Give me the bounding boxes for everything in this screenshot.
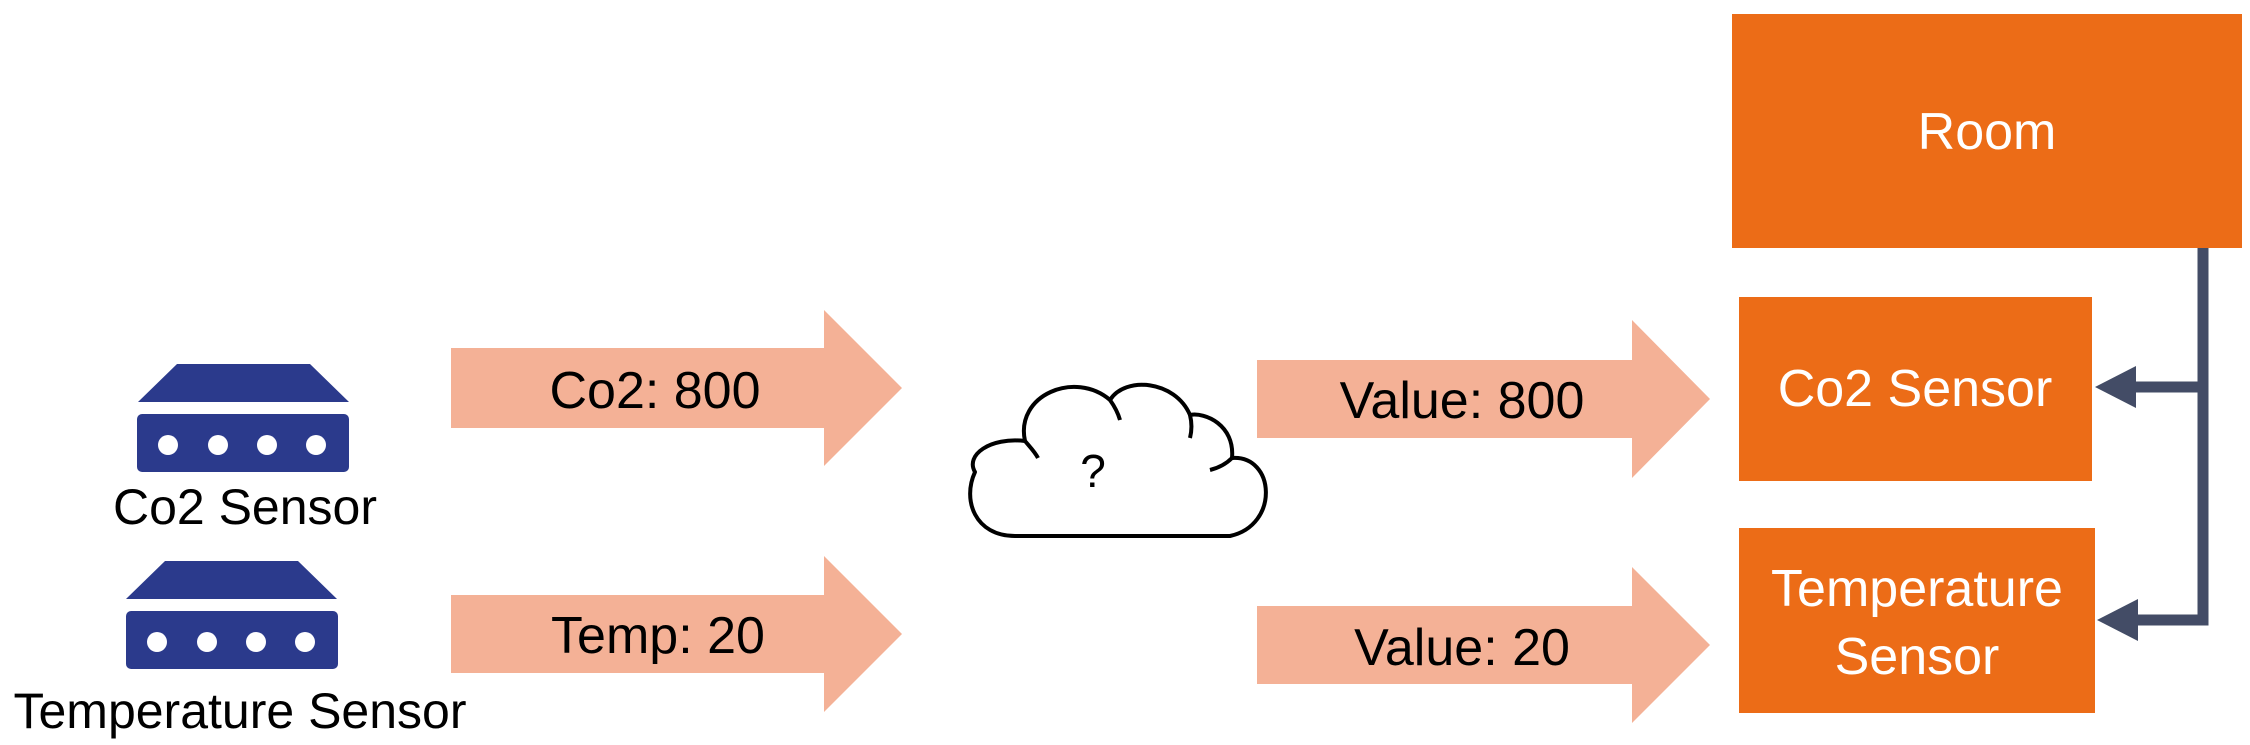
co2-sensor-label: Co2 Sensor (113, 479, 377, 535)
temperature-sensor-box-label-line2: Sensor (1835, 628, 2000, 686)
co2-arrowhead (2095, 366, 2136, 408)
network-device-icon (137, 364, 349, 472)
temperature-sensor-box: Temperature Sensor (1739, 528, 2095, 713)
co2-input-arrow: Co2: 800 (451, 310, 902, 466)
co2-output-arrow: Value: 800 (1257, 320, 1710, 478)
co2-sensor-box-label: Co2 Sensor (1778, 360, 2053, 418)
room-box: Room (1732, 14, 2242, 248)
co2-sensor-device: Co2 Sensor (113, 364, 377, 535)
temp-output-arrow: Value: 20 (1257, 567, 1710, 723)
cloud-icon: ? (968, 382, 1268, 538)
temp-arrowhead (2097, 599, 2138, 641)
co2-reading-label: Co2: 800 (549, 362, 760, 420)
co2-value-label: Value: 800 (1340, 372, 1585, 430)
co2-sensor-box: Co2 Sensor (1739, 297, 2092, 481)
temperature-sensor-box-label-line1: Temperature (1771, 560, 2063, 618)
temp-value-label: Value: 20 (1354, 619, 1570, 677)
room-connector (2095, 248, 2209, 641)
cloud-question-label: ? (1080, 445, 1106, 497)
network-device-icon (126, 561, 338, 669)
temperature-sensor-device: Temperature Sensor (13, 561, 467, 739)
temp-reading-label: Temp: 20 (551, 607, 765, 665)
room-label: Room (1918, 103, 2057, 161)
connector-trunk (2134, 248, 2209, 626)
temp-input-arrow: Temp: 20 (451, 556, 902, 712)
temperature-sensor-label: Temperature Sensor (13, 683, 466, 739)
